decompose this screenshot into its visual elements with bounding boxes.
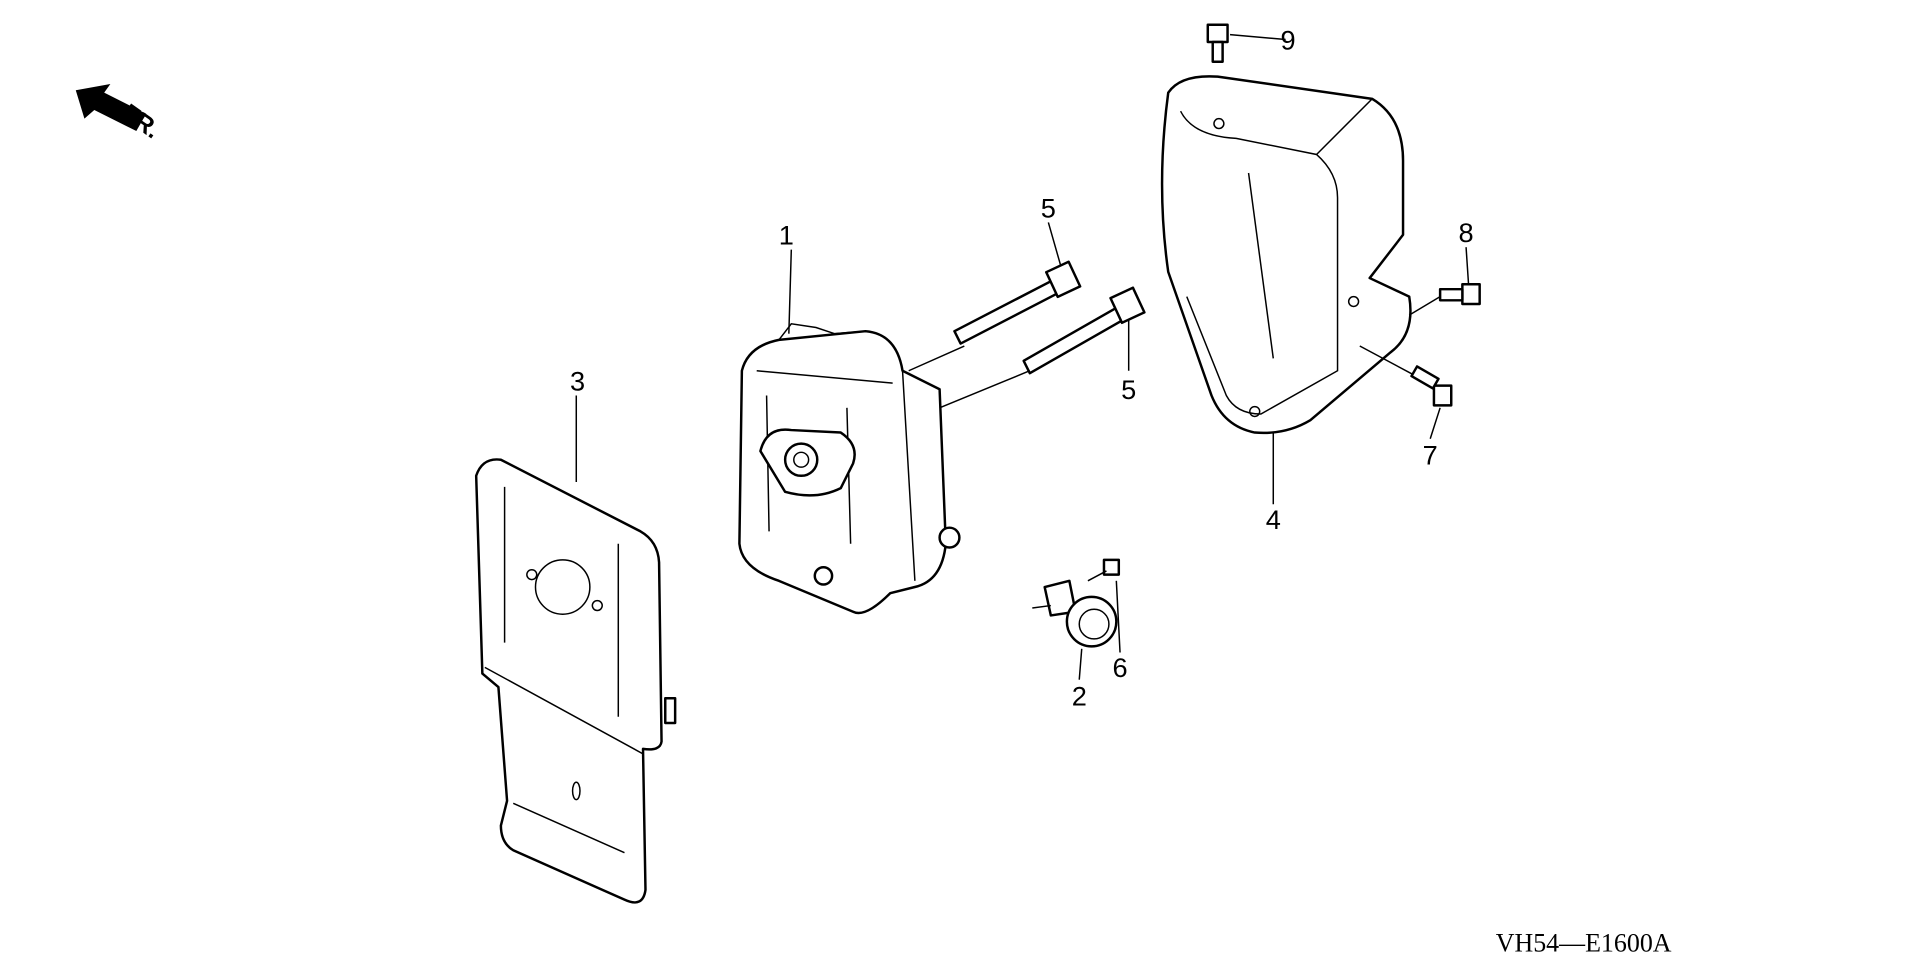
callout-9: 9 <box>1281 24 1296 55</box>
callout-5b: 5 <box>1121 374 1136 405</box>
callout-1: 1 <box>779 220 794 251</box>
callout-3: 3 <box>570 366 585 397</box>
part-8-bolt <box>1408 283 1481 316</box>
part-7-bolt <box>1359 345 1453 407</box>
part-3-protector-plate <box>474 458 677 904</box>
part-6-screw <box>1087 558 1121 582</box>
drawing-code: VH54—E1600A <box>1496 929 1672 958</box>
part-4-muffler-cover <box>1160 75 1412 435</box>
callout-8: 8 <box>1459 217 1474 248</box>
part-9-bolt <box>1206 23 1229 64</box>
part-1-muffler <box>738 322 961 615</box>
callout-4: 4 <box>1266 504 1281 535</box>
callout-2: 2 <box>1072 681 1087 712</box>
part-5-stud-bolts <box>908 260 1146 409</box>
callout-7: 7 <box>1423 440 1438 471</box>
callout-5a: 5 <box>1041 193 1056 224</box>
part-2-grommet <box>1032 579 1118 648</box>
callout-6: 6 <box>1112 652 1127 683</box>
front-arrow-icon: FR. <box>75 84 165 144</box>
